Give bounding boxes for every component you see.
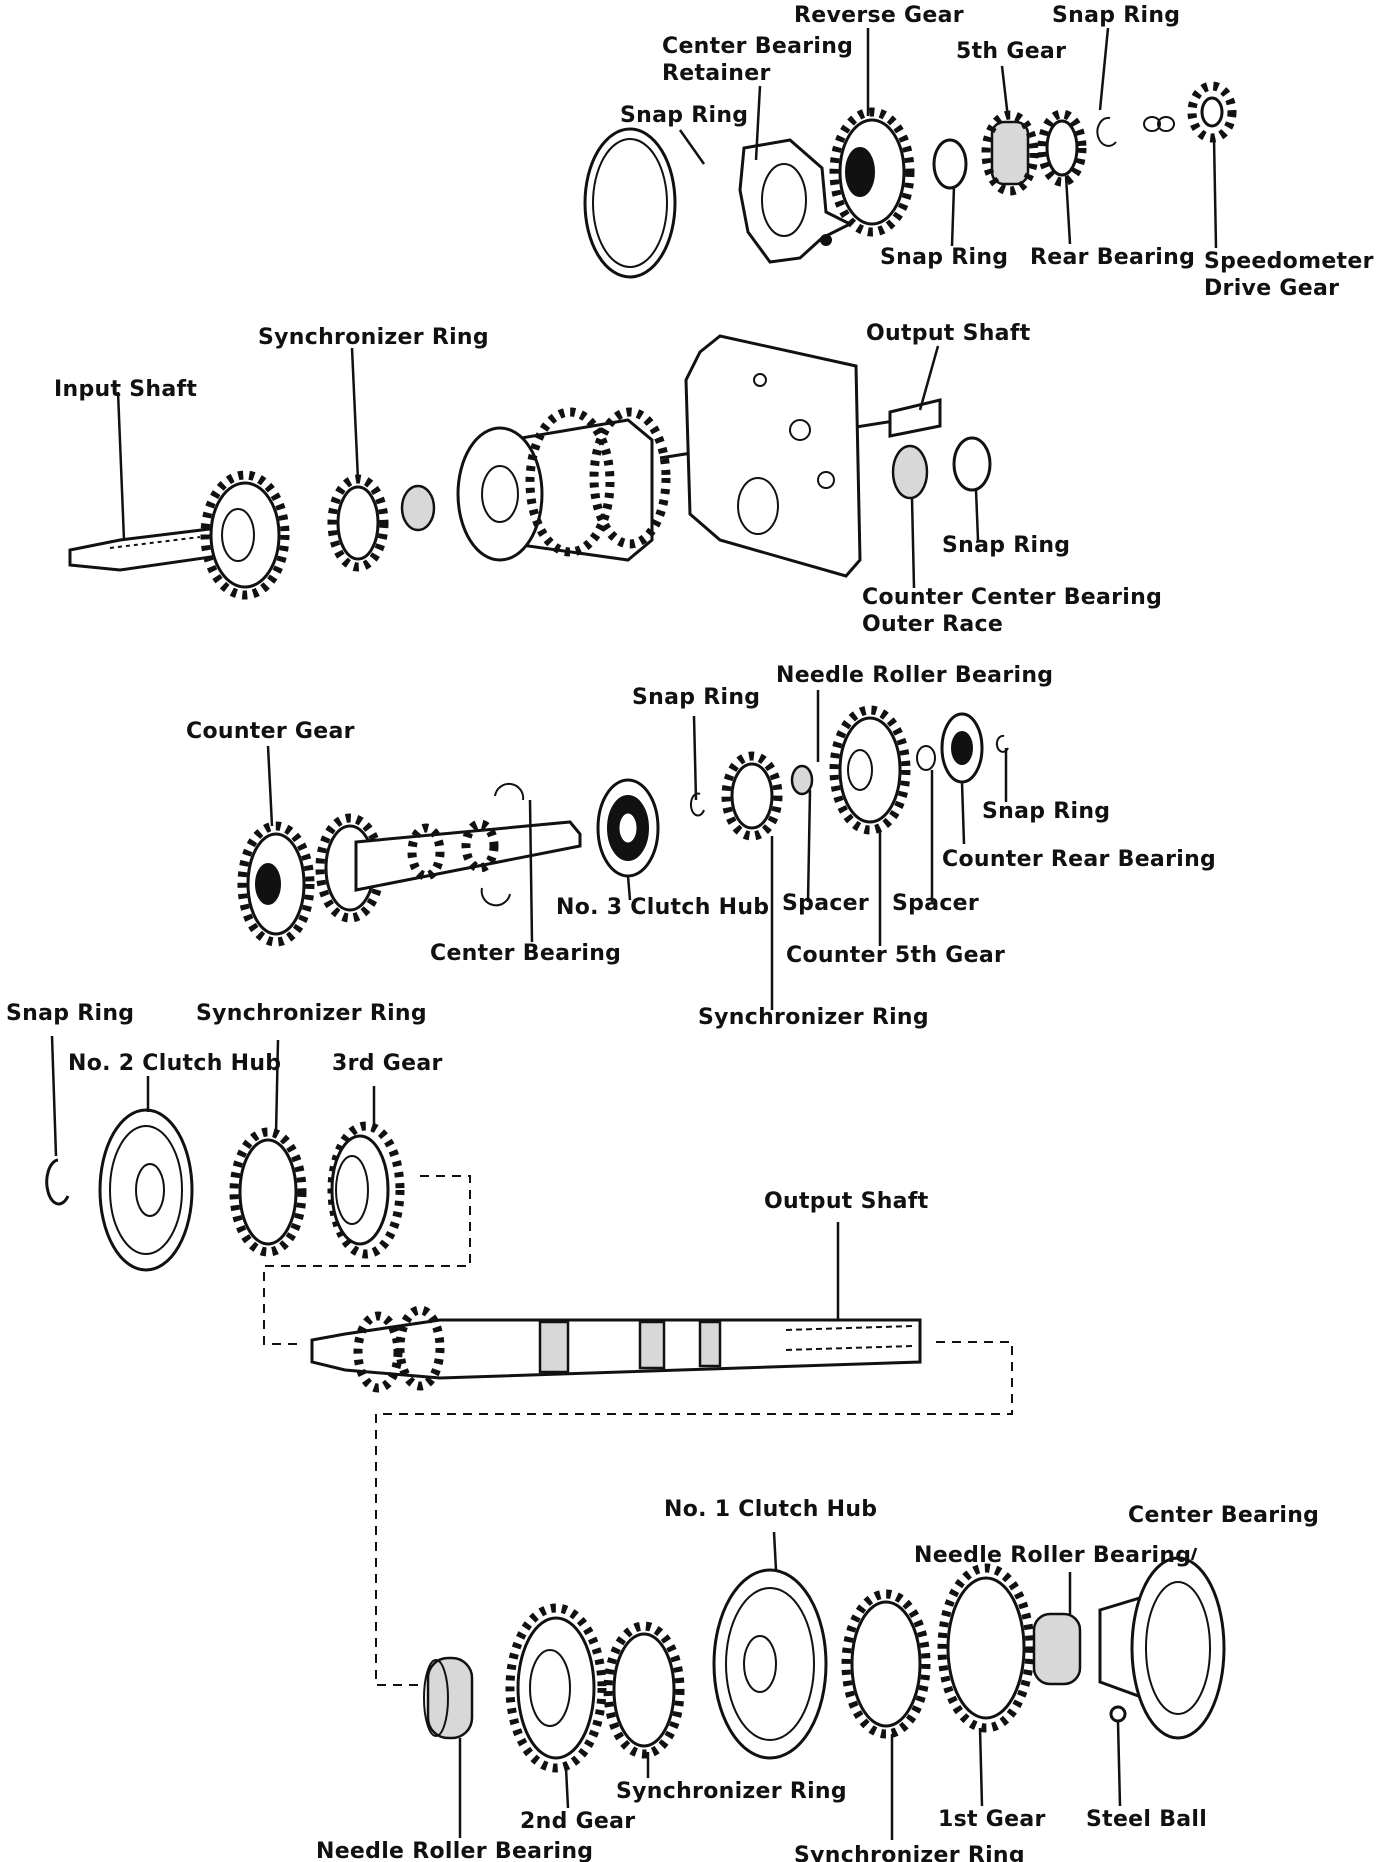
label-counter-gear: Counter Gear (186, 719, 355, 744)
snap-ring-small-drawing (932, 138, 968, 190)
synchronizer-ring-3-drawing (229, 1127, 307, 1257)
label-snap-ring-top-left: Snap Ring (620, 103, 749, 128)
snap-ring-tiny (1096, 116, 1117, 147)
label-output-shaft-1: Output Shaft (866, 321, 1031, 346)
synchronizer-ring-5-drawing (841, 1589, 931, 1739)
second-gear-drawing (505, 1603, 607, 1773)
label-center-bearing-2: Center Bearing (1128, 1503, 1320, 1528)
snap-ring-large (583, 127, 677, 279)
label-synchronizer-ring-1: Synchronizer Ring (258, 325, 489, 350)
counter-center-bearing-outer-race-drawing (891, 444, 929, 500)
reverse-gear-drawing (829, 107, 915, 237)
rear-bearing-drawing (1045, 119, 1079, 177)
label-counter-5th-gear: Counter 5th Gear (786, 943, 1006, 968)
label-needle-roller-bearing-2: Needle Roller Bearing (914, 1543, 1192, 1568)
synchronizer-ring-2-drawing (721, 751, 783, 841)
intermediate-plate-drawing (684, 334, 862, 578)
label-synchronizer-ring-2: Synchronizer Ring (698, 1005, 929, 1030)
output-shaft-drawing (310, 1318, 922, 1380)
group-counter-gear (237, 705, 1009, 947)
synchronizer-ring-4-drawing (603, 1621, 685, 1759)
label-needle-roller-bearing-1: Needle Roller Bearing (776, 663, 1054, 688)
steel-ball-drawing (1109, 1705, 1127, 1723)
leader-lines (50, 27, 1218, 1840)
label-snap-ring-3: Snap Ring (632, 685, 761, 710)
label-counter-center-bearing-outer-race: Counter Center Bearing Outer Race (862, 585, 1163, 637)
first-gear-drawing (937, 1563, 1035, 1733)
label-synchronizer-ring-4: Synchronizer Ring (616, 1779, 847, 1804)
no2-clutch-hub-drawing (98, 1108, 194, 1272)
label-spacer-1: Spacer (782, 891, 870, 916)
label-no2-clutch-hub: No. 2 Clutch Hub (68, 1051, 282, 1076)
group-rear-parts (583, 81, 1237, 279)
label-speedometer-drive-gear: Speedometer Drive Gear (1204, 249, 1374, 301)
label-synchronizer-ring-5: Synchronizer Ring (794, 1843, 1025, 1862)
label-needle-roller-bearing-3: Needle Roller Bearing (316, 1839, 594, 1862)
snap-ring-5-drawing (45, 1158, 70, 1206)
label-no1-clutch-hub: No. 1 Clutch Hub (664, 1497, 878, 1522)
label-fifth-gear: 5th Gear (956, 39, 1067, 64)
dashed-connectors (263, 1175, 1013, 1686)
fifth-gear-drawing (981, 110, 1039, 196)
label-no3-clutch-hub: No. 3 Clutch Hub (556, 895, 770, 920)
label-first-gear: 1st Gear (938, 1807, 1046, 1832)
label-synchronizer-ring-3: Synchronizer Ring (196, 1001, 427, 1026)
group-no2-hub (45, 1108, 405, 1272)
group-no1-hub (423, 1556, 1226, 1773)
label-rear-bearing: Rear Bearing (1030, 245, 1196, 270)
label-reverse-gear: Reverse Gear (794, 3, 964, 28)
input-shaft-drawing (68, 526, 220, 572)
snap-ring-2-drawing (952, 436, 992, 492)
speedometer-drive-gear-drawing (1187, 81, 1237, 143)
label-steel-ball: Steel Ball (1086, 1807, 1208, 1832)
snap-ring-3-drawing (689, 792, 705, 817)
label-snap-ring-4: Snap Ring (982, 799, 1111, 824)
label-spacer-2: Spacer (892, 891, 980, 916)
label-output-shaft-2: Output Shaft (764, 1189, 929, 1214)
label-second-gear: 2nd Gear (520, 1809, 636, 1834)
label-center-bearing-1: Center Bearing (430, 941, 622, 966)
label-snap-ring-2: Snap Ring (942, 533, 1071, 558)
counter-5th-gear-drawing (829, 705, 911, 835)
label-snap-ring-5: Snap Ring (6, 1001, 135, 1026)
needle-roller-bearing-3-drawing (426, 1656, 474, 1740)
no1-clutch-hub-drawing (712, 1568, 828, 1760)
label-snap-ring-top-mid: Snap Ring (880, 245, 1009, 270)
label-third-gear: 3rd Gear (332, 1051, 443, 1076)
label-center-bearing-retainer: Center Bearing Retainer (662, 34, 854, 86)
counter-gear-drawing (237, 821, 315, 947)
group-input-output-shaft (68, 334, 992, 600)
group-output-shaft (310, 1305, 922, 1393)
label-counter-rear-bearing: Counter Rear Bearing (942, 847, 1217, 872)
label-snap-ring-top-right: Snap Ring (1052, 3, 1181, 28)
label-input-shaft: Input Shaft (54, 377, 198, 402)
